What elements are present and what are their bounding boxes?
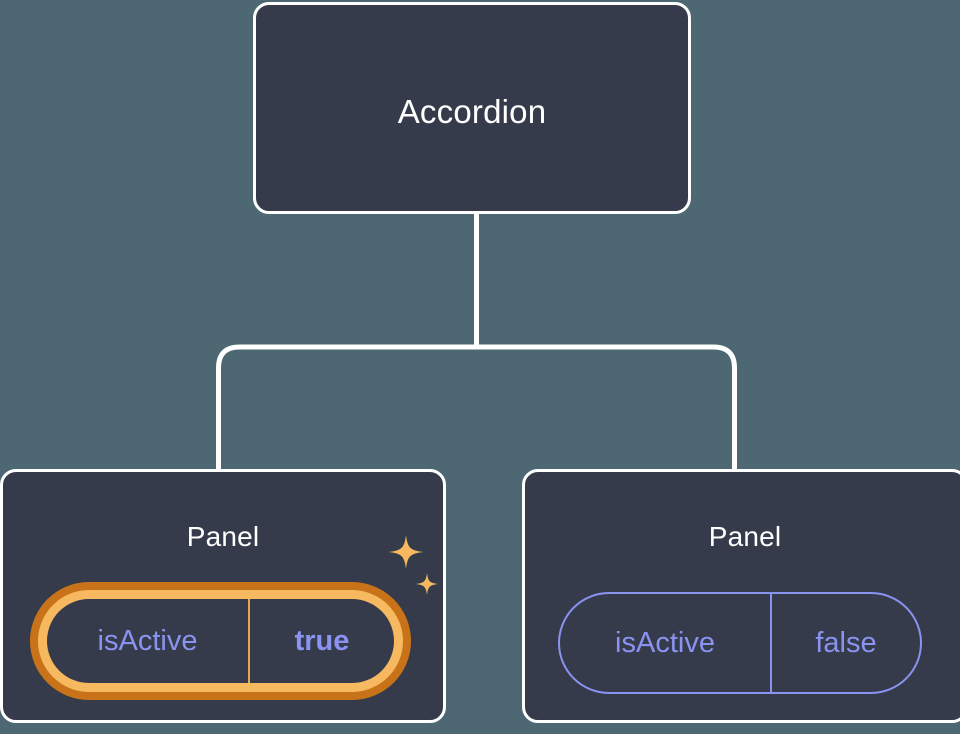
node-accordion[interactable]: Accordion [253,2,691,214]
node-accordion-label: Accordion [397,93,547,130]
connector-branch [216,344,737,470]
node-panel-active-label: Panel [186,521,260,552]
node-panel-inactive-label: Panel [708,521,782,552]
prop-key-label: isActive [47,599,250,683]
prop-value-label: true [294,624,350,657]
prop-value-label: false [815,626,877,659]
prop-key-label: isActive [560,594,772,692]
prop-pill-isactive-true[interactable]: isActive true [38,590,403,692]
prop-pill-isactive-false[interactable]: isActive false [558,592,922,694]
